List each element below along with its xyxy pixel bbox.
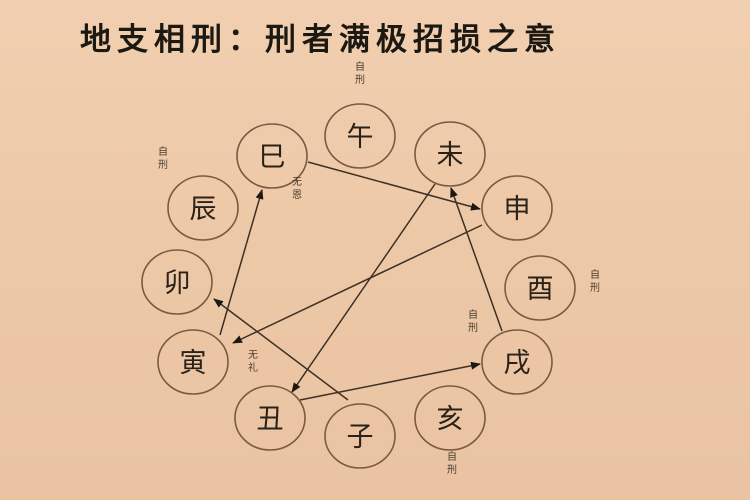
arrow-巳-to-申 — [307, 161, 481, 211]
arrow-未-to-丑 — [291, 183, 436, 393]
branch-node-mao: 卯 — [141, 249, 213, 315]
branch-node-you: 酉 — [504, 255, 576, 321]
note-char: 刑 — [447, 463, 457, 476]
node-circle — [234, 385, 306, 451]
note-char: 自 — [590, 268, 600, 281]
arrow-丑-to-戌 — [299, 361, 481, 401]
note-char: 刑 — [590, 281, 600, 294]
branch-node-si: 巳 — [236, 123, 308, 189]
node-circle — [236, 123, 308, 189]
branch-node-xu: 戌 — [481, 329, 553, 395]
note-self-punishment: 自刑 — [355, 60, 365, 86]
node-label: 午 — [347, 122, 374, 153]
note-char: 恩 — [292, 189, 302, 201]
node-circle — [167, 175, 239, 241]
branch-node-hai: 亥 — [414, 385, 486, 451]
node-label: 酉 — [527, 274, 554, 305]
node-label: 戌 — [504, 348, 531, 379]
node-label: 寅 — [180, 348, 207, 379]
node-label: 卯 — [164, 268, 191, 299]
note-char: 礼 — [248, 361, 258, 374]
node-circle — [157, 329, 229, 395]
arrow-戌-to-未 — [450, 187, 503, 332]
branch-node-chen: 辰 — [167, 175, 239, 241]
note-char: 无 — [292, 177, 302, 188]
note-char: 自 — [355, 60, 365, 73]
node-label: 亥 — [437, 404, 464, 435]
note-char: 刑 — [158, 158, 168, 171]
arrow-申-to-寅 — [232, 224, 483, 344]
branch-node-wei: 未 — [414, 121, 486, 187]
note-char: 自 — [158, 145, 168, 158]
note-annotation: 无恩 — [292, 177, 302, 201]
node-circle — [324, 103, 396, 169]
note-self-punishment: 自刑 — [590, 268, 600, 294]
node-label: 未 — [437, 140, 464, 171]
branch-node-zi: 子 — [324, 403, 396, 469]
note-char: 刑 — [468, 321, 478, 334]
note-self-punishment: 自刑 — [447, 450, 457, 476]
node-label: 子 — [347, 422, 374, 453]
diagram-title: 地支相刑：刑者满极招损之意 — [80, 22, 561, 58]
branch-node-shen: 申 — [481, 175, 553, 241]
note-self-punishment: 自刑 — [468, 308, 478, 334]
node-circle — [504, 255, 576, 321]
branch-node-chou: 丑 — [234, 385, 306, 451]
note-self-punishment: 自刑 — [158, 145, 168, 171]
node-circle — [414, 121, 486, 187]
node-circle — [414, 385, 486, 451]
note-char: 自 — [468, 308, 478, 321]
node-label: 丑 — [257, 404, 284, 435]
note-char: 无 — [248, 350, 258, 361]
note-char: 自 — [447, 450, 457, 463]
note-annotation: 无礼 — [248, 350, 258, 374]
node-circle — [481, 175, 553, 241]
node-label: 巳 — [259, 142, 286, 173]
node-circle — [481, 329, 553, 395]
branch-node-yin: 寅 — [157, 329, 229, 395]
note-char: 刑 — [355, 73, 365, 86]
node-circle — [324, 403, 396, 469]
node-circle — [141, 249, 213, 315]
branch-node-wu: 午 — [324, 103, 396, 169]
node-label: 辰 — [190, 194, 217, 225]
arrow-子-to-卯 — [213, 298, 349, 401]
arrow-寅-to-巳 — [219, 189, 264, 336]
node-label: 申 — [504, 194, 531, 225]
arrows-layer — [213, 161, 503, 401]
